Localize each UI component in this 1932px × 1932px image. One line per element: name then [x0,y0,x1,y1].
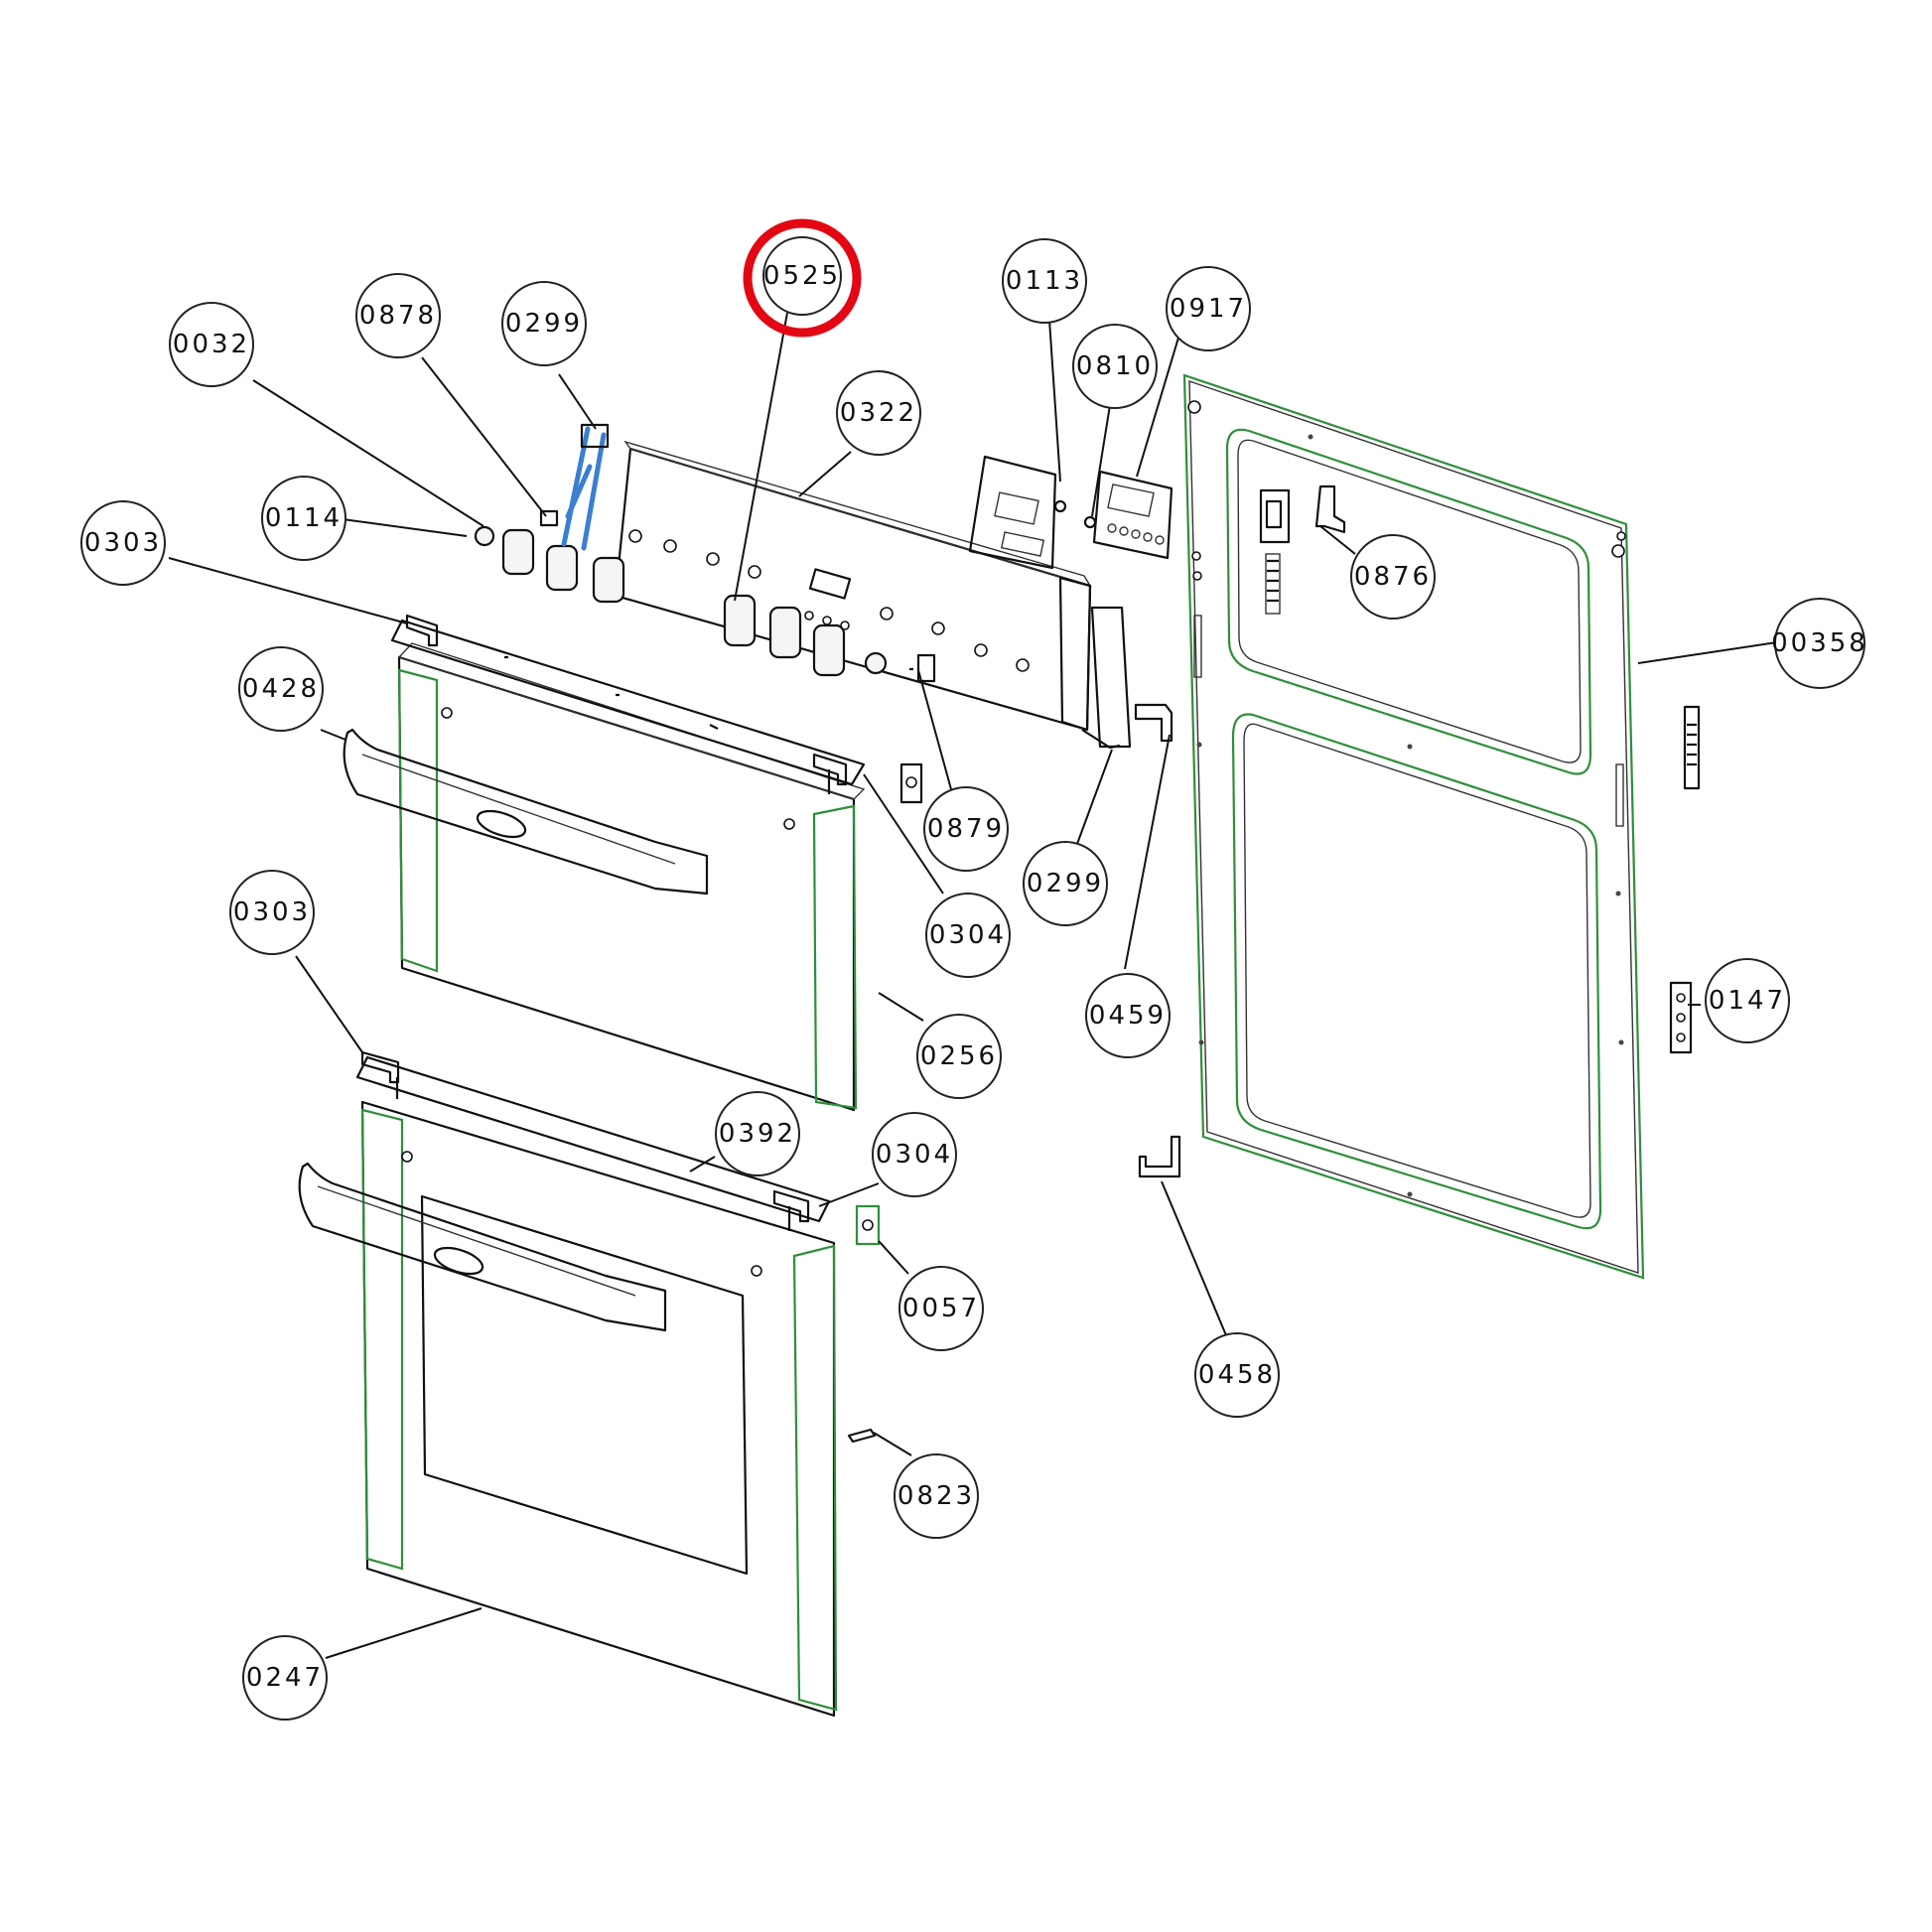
callout-0113: 0113 [1002,238,1087,324]
callout-0303-upper: 0303 [80,500,166,586]
lower-door [355,1050,838,1718]
svg-text:0303: 0303 [233,897,311,927]
switch-0879 [899,653,936,804]
bracket-0459 [1134,703,1173,743]
upper-door-handle [343,728,709,896]
hinge-bracket-upper [1683,705,1701,790]
svg-text:0299: 0299 [505,309,583,339]
svg-text:0113: 0113 [1006,266,1083,296]
highlight-ring-0525 [743,218,862,338]
callout-0304-upper: 0304 [925,893,1011,978]
svg-text:0114: 0114 [265,503,343,533]
svg-text:0303: 0303 [84,528,162,558]
callout-0810: 0810 [1072,324,1158,409]
clock-timer-module [1092,470,1173,560]
callout-0823: 0823 [894,1453,979,1539]
svg-text:00358: 00358 [1771,628,1868,658]
svg-text:0458: 0458 [1198,1360,1276,1390]
svg-text:0392: 0392 [719,1119,796,1149]
callout-00358: 00358 [1771,598,1868,689]
svg-text:0525: 0525 [763,261,841,291]
callout-0303-lower: 0303 [229,870,315,955]
lower-door-handle [298,1162,667,1332]
svg-text:0322: 0322 [840,398,917,428]
callout-0428: 0428 [238,646,324,732]
leader-lines [168,312,1778,1659]
svg-text:0247: 0247 [246,1663,324,1693]
svg-text:0876: 0876 [1354,562,1432,592]
svg-text:0878: 0878 [359,301,437,331]
svg-text:0057: 0057 [902,1294,980,1323]
callout-0525: 0525 [762,236,842,316]
svg-text:0032: 0032 [173,330,250,359]
upper-door [390,614,866,1112]
callout-0114: 0114 [261,476,346,561]
callout-0917: 0917 [1166,266,1251,351]
callout-0458: 0458 [1194,1332,1280,1418]
timer-bracket [968,455,1097,570]
svg-text:0428: 0428 [242,674,320,704]
svg-text:0823: 0823 [897,1481,975,1511]
svg-text:0810: 0810 [1076,351,1154,381]
callout-0147: 0147 [1705,958,1790,1043]
callout-0057: 0057 [898,1266,984,1351]
wiring-harness [561,423,610,551]
svg-text:0256: 0256 [920,1041,998,1071]
callout-0256: 0256 [916,1014,1002,1099]
pin-0823 [847,1428,877,1444]
callout-0247: 0247 [242,1635,328,1721]
svg-text:0304: 0304 [876,1140,953,1170]
callout-0392: 0392 [715,1091,800,1176]
callout-0304-lower: 0304 [872,1112,957,1197]
svg-text:0299: 0299 [1027,869,1104,898]
bracket-0458 [1138,1135,1181,1178]
svg-text:0304: 0304 [929,920,1007,950]
svg-text:0147: 0147 [1709,986,1786,1016]
control-panel-fascia [614,440,1132,750]
callout-0878: 0878 [355,273,441,358]
callout-0322: 0322 [836,370,921,456]
svg-text:0917: 0917 [1170,294,1247,324]
callout-0299-lower: 0299 [1023,841,1108,926]
callouts: 0525 0113 0917 0810 0878 0299 0032 0322 … [80,218,1868,1721]
callout-0032: 0032 [169,302,254,387]
clip-0057 [855,1204,881,1246]
callout-0876: 0876 [1350,534,1436,620]
rear-frame-panel [1182,373,1645,1280]
control-knobs [474,509,888,677]
door-hinge-0147 [1669,981,1693,1054]
callout-0879: 0879 [923,786,1009,872]
svg-text:0459: 0459 [1089,1001,1167,1031]
callout-0459: 0459 [1085,973,1171,1058]
callout-0299-upper: 0299 [501,281,587,366]
svg-text:0879: 0879 [927,814,1005,844]
